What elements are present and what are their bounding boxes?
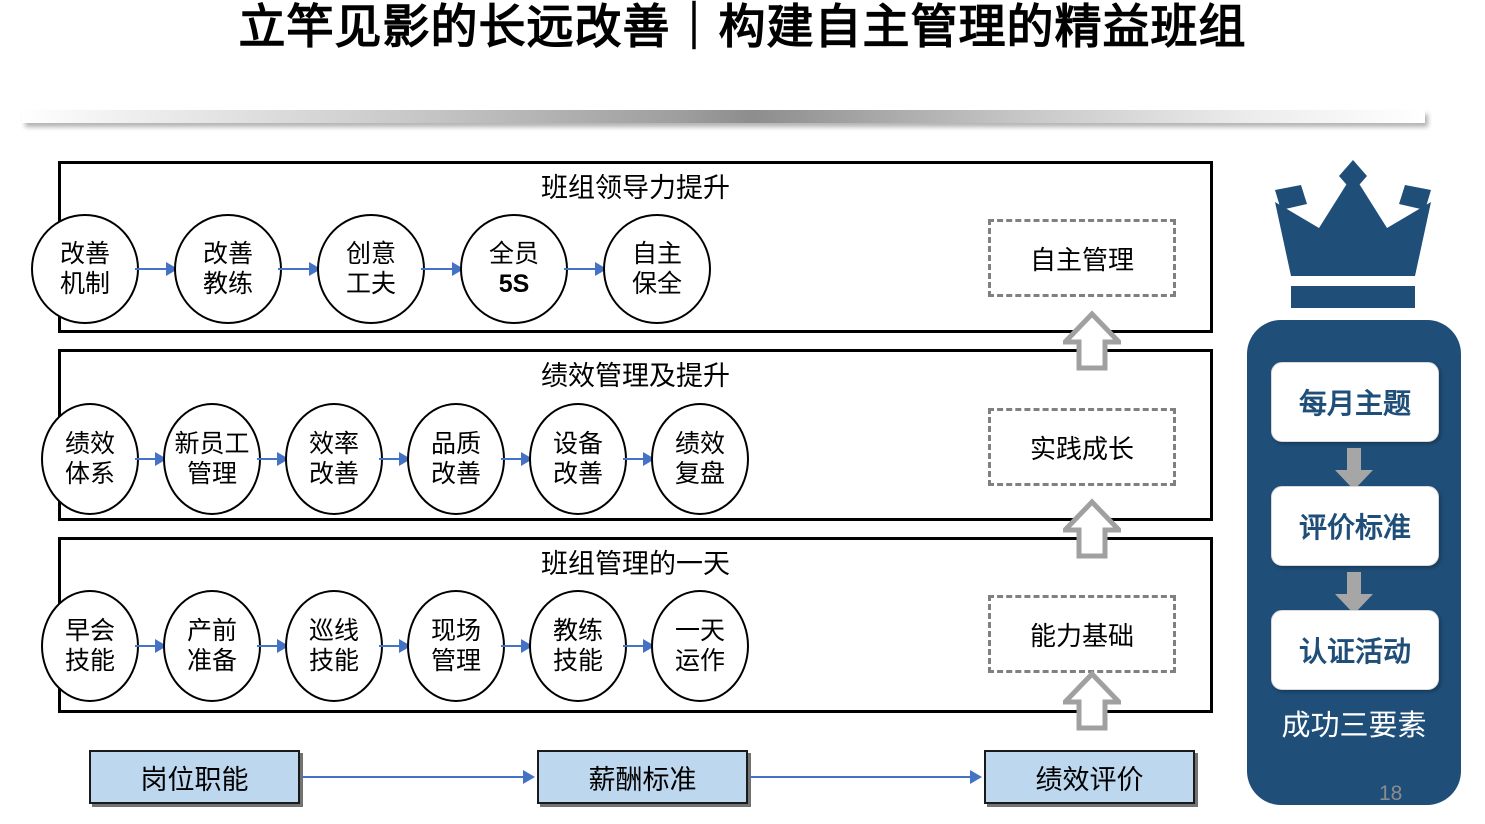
result-box-daily: 能力基础: [988, 595, 1176, 673]
node-label-line1: 早会: [64, 617, 115, 645]
node-label-line1: 改善: [202, 240, 253, 268]
panel-footer-label: 成功三要素: [1281, 710, 1427, 742]
node-label-line2: 机制: [59, 270, 110, 298]
process-node-daily-5[interactable]: 一天运作: [651, 590, 749, 702]
process-node-performance-3[interactable]: 品质改善: [407, 403, 505, 515]
connector-arrow-leadership-2: [421, 261, 464, 277]
process-node-performance-2[interactable]: 效率改善: [285, 403, 383, 515]
node-label-line1: 一天: [674, 617, 725, 645]
success-factors-panel: 每月主题 评价标准 认证活动 成功三要素: [1247, 320, 1461, 805]
node-label-line2: 体系: [64, 460, 115, 488]
process-node-daily-2[interactable]: 巡线技能: [285, 590, 383, 702]
row-header-2: 班组管理的一天: [541, 549, 730, 579]
panel-card-evaluation-standard[interactable]: 评价标准: [1271, 486, 1439, 566]
node-label-line1: 效率: [308, 430, 359, 458]
foundation-box-job-function[interactable]: 岗位职能: [89, 750, 300, 804]
process-node-leadership-4[interactable]: 自主保全: [603, 214, 711, 324]
process-node-performance-4[interactable]: 设备改善: [529, 403, 627, 515]
node-label-line1: 改善: [59, 240, 110, 268]
process-node-daily-1[interactable]: 产前准备: [163, 590, 261, 702]
page-title: 立竿见影的长远改善｜构建自主管理的精益班组: [238, 0, 1247, 53]
process-node-leadership-0[interactable]: 改善机制: [31, 214, 139, 324]
node-label-line1: 现场: [430, 617, 481, 645]
node-label-line2: 5S: [498, 270, 530, 298]
panel-card-certification-activity[interactable]: 认证活动: [1271, 610, 1439, 690]
node-label-line2: 教练: [202, 270, 253, 298]
row-header-0: 班组领导力提升: [541, 173, 730, 203]
process-node-leadership-2[interactable]: 创意工夫: [317, 214, 425, 324]
node-label-line2: 工夫: [345, 270, 396, 298]
connector-arrow-leadership-1: [278, 261, 321, 277]
node-label-line1: 教练: [552, 617, 603, 645]
connector-arrow-leadership-0: [135, 261, 178, 277]
node-label-line2: 复盘: [674, 460, 725, 488]
node-label-line2: 技能: [308, 647, 359, 675]
connector-arrow-leadership-3: [564, 261, 607, 277]
node-label-line1: 自主: [631, 240, 682, 268]
foundation-arrow-1: [302, 769, 535, 785]
process-node-daily-4[interactable]: 教练技能: [529, 590, 627, 702]
node-label-line2: 准备: [186, 647, 237, 675]
node-label-line1: 品质: [430, 430, 481, 458]
result-box-performance: 实践成长: [988, 408, 1176, 486]
node-label-line2: 技能: [64, 647, 115, 675]
up-arrow-icon-3: [1063, 670, 1121, 731]
node-label-line2: 改善: [430, 460, 481, 488]
down-arrow-icon-1: [1335, 448, 1373, 490]
node-label-line1: 巡线: [308, 617, 359, 645]
process-node-performance-1[interactable]: 新员工管理: [163, 403, 261, 515]
node-label-line2: 运作: [674, 647, 725, 675]
page-number: 18: [1379, 782, 1403, 805]
process-node-leadership-1[interactable]: 改善教练: [174, 214, 282, 324]
row-header-1: 绩效管理及提升: [541, 361, 730, 391]
result-box-leadership: 自主管理: [988, 219, 1176, 297]
title-divider-bar: [22, 110, 1425, 123]
foundation-arrow-2: [750, 769, 982, 785]
node-label-line2: 管理: [186, 460, 237, 488]
node-label-line1: 产前: [186, 617, 237, 645]
process-node-daily-3[interactable]: 现场管理: [407, 590, 505, 702]
node-label-line2: 改善: [308, 460, 359, 488]
process-node-performance-5[interactable]: 绩效复盘: [651, 403, 749, 515]
node-label-line2: 技能: [552, 647, 603, 675]
crown-icon: [1275, 160, 1431, 308]
node-label-line2: 改善: [552, 460, 603, 488]
node-label-line2: 保全: [631, 270, 682, 298]
node-label-line1: 新员工: [174, 430, 250, 458]
process-node-performance-0[interactable]: 绩效体系: [41, 403, 139, 515]
panel-card-monthly-theme[interactable]: 每月主题: [1271, 362, 1439, 442]
node-label-line1: 绩效: [674, 430, 725, 458]
node-label-line1: 绩效: [64, 430, 115, 458]
node-label-line2: 管理: [430, 647, 481, 675]
down-arrow-icon-2: [1335, 572, 1373, 614]
node-label-line1: 创意: [345, 240, 396, 268]
foundation-box-salary-standard[interactable]: 薪酬标准: [537, 750, 748, 804]
node-label-line1: 设备: [552, 430, 603, 458]
process-node-daily-0[interactable]: 早会技能: [41, 590, 139, 702]
up-arrow-icon-2: [1063, 498, 1121, 559]
up-arrow-icon-1: [1063, 310, 1121, 371]
foundation-box-performance-eval[interactable]: 绩效评价: [984, 750, 1195, 804]
node-label-line1: 全员: [488, 240, 539, 268]
